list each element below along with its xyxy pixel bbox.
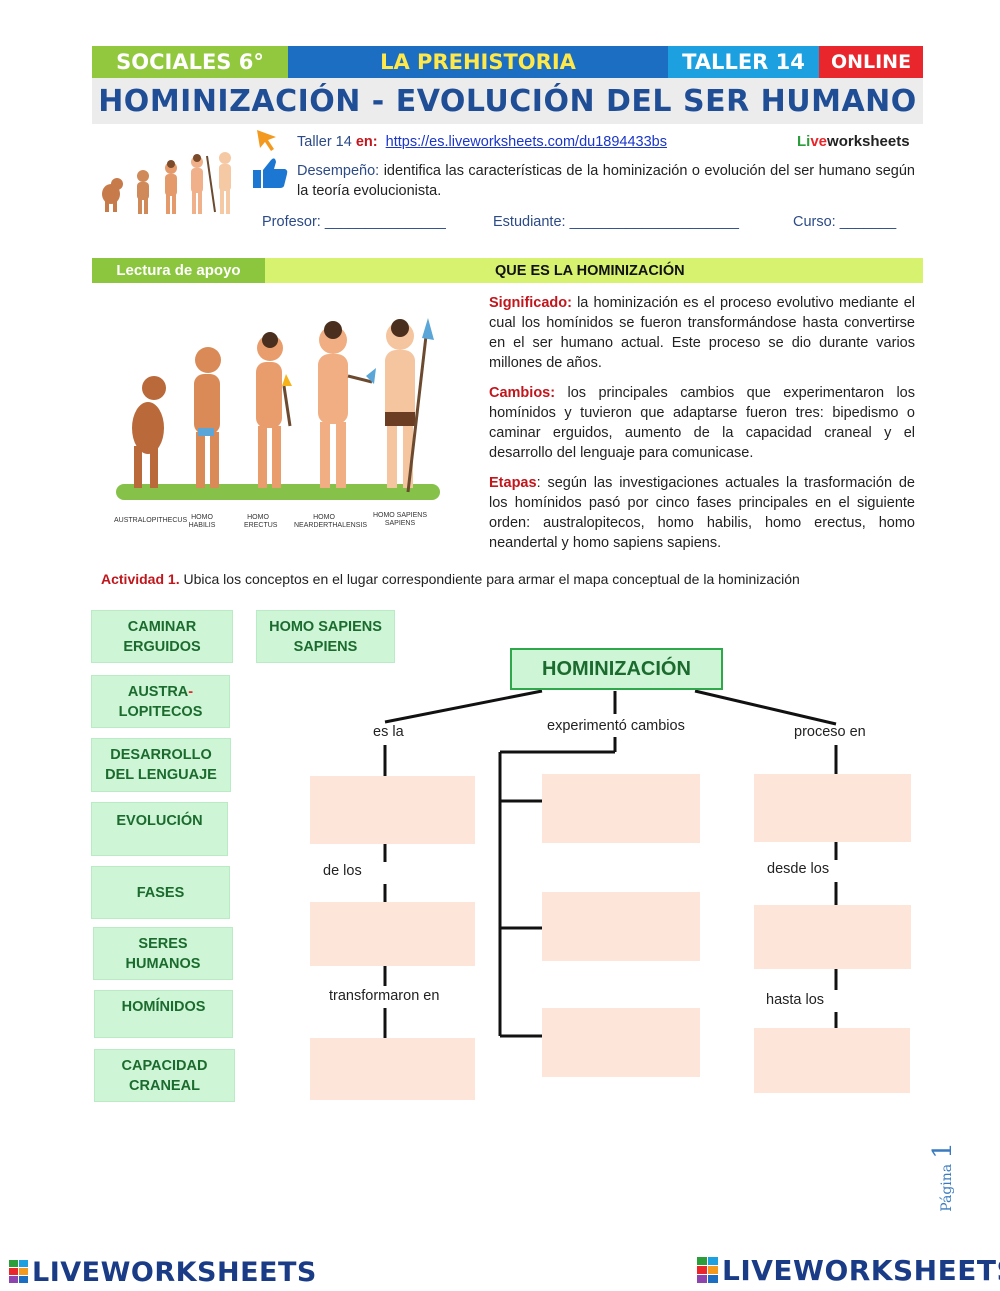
brand-rest: worksheets: [827, 133, 910, 150]
chip-austra-line2: LOPITECOS: [118, 703, 203, 720]
cambios-label: Cambios:: [489, 385, 556, 401]
significado-text: la hominización es el proceso evolutivo …: [489, 295, 915, 371]
chip-seres-line1: SERES: [138, 935, 188, 952]
chip-sapiens-line2: SAPIENS: [293, 638, 358, 655]
curso-field[interactable]: Curso: _______: [793, 214, 897, 230]
brand-liveworksheets: Liveworksheets: [797, 132, 910, 152]
taller-label: Taller 14: [297, 134, 356, 150]
drop-slot-transformaron-en[interactable]: [310, 1038, 475, 1100]
chip-homo-sapiens[interactable]: HOMO SAPIENS SAPIENS: [256, 610, 395, 663]
paragraph-cambios: Cambios: los principales cambios que exp…: [489, 383, 915, 463]
section-left-label: Lectura de apoyo: [92, 258, 265, 283]
label-desde-los: desde los: [767, 861, 830, 877]
drop-slot-de-los[interactable]: [310, 902, 475, 966]
chip-evolucion[interactable]: EVOLUCIÓN: [91, 802, 228, 856]
drop-slot-cambio-3[interactable]: [542, 1008, 700, 1077]
taller-line: Taller 14 en: https://es.liveworksheets.…: [297, 132, 777, 152]
chip-seres-line2: HUMANOS: [125, 955, 201, 972]
chip-fases[interactable]: FASES: [91, 866, 230, 919]
pagina-label: Página: [938, 1163, 955, 1212]
chip-lenguaje-line1: DESARROLLO: [110, 747, 212, 763]
etapas-label: Etapas: [489, 475, 537, 491]
label-sapiens: HOMO SAPIENS SAPIENS: [372, 512, 428, 527]
label-australopithecus: AUSTRALOPITHECUS: [114, 517, 188, 524]
chip-craneal-line1: CAPACIDAD: [121, 1057, 208, 1074]
paragraph-significado: Significado: la hominización es el proce…: [489, 293, 915, 373]
liveworksheets-logo-right: LIVEWORKSHEETS: [722, 1254, 1000, 1287]
liveworksheets-logo-icon-left: [9, 1260, 28, 1283]
chip-seres-humanos[interactable]: SERES HUMANOS: [93, 927, 233, 980]
label-es-la: es la: [373, 724, 404, 740]
header-subject: SOCIALES 6°: [92, 46, 288, 78]
chip-australopitecos[interactable]: AUSTRA- LOPITECOS: [91, 675, 230, 728]
chip-hominidos[interactable]: HOMÍNIDOS: [94, 990, 233, 1038]
header-workshop: TALLER 14: [668, 46, 819, 78]
significado-label: Significado:: [489, 295, 572, 311]
brand-ve: ve: [810, 133, 828, 150]
label-hasta-los: hasta los: [766, 992, 825, 1008]
page-title: HOMINIZACIÓN - EVOLUCIÓN DEL SER HUMANO: [92, 78, 923, 124]
paragraph-etapas: Etapas: según las investigaciones actual…: [489, 473, 915, 553]
drop-slot-proceso-en[interactable]: [754, 774, 911, 842]
desempeno-label: Desempeño:: [297, 163, 380, 179]
label-de-los: de los: [323, 863, 362, 879]
drop-slot-desde-los[interactable]: [754, 905, 911, 969]
label-erectus: HOMO ERECTUS: [244, 514, 278, 529]
activity-label: Actividad 1.: [101, 571, 180, 587]
drop-slot-hasta-los[interactable]: [754, 1028, 910, 1093]
drop-slot-cambio-2[interactable]: [542, 892, 700, 961]
drop-slot-es-la[interactable]: [310, 776, 475, 844]
chip-caminar-line2: ERGUIDOS: [123, 638, 201, 655]
profesor-field[interactable]: Profesor: _______________: [262, 214, 446, 230]
activity-instruction: Actividad 1. Ubica los conceptos en el l…: [101, 569, 800, 589]
desempeno-body: identifica las características de la hom…: [297, 163, 915, 199]
chip-austra-line1: AUSTRA: [127, 683, 189, 700]
header-mode: ONLINE: [819, 46, 923, 78]
label-habilis: HOMO HABILIS: [188, 514, 216, 529]
estudiante-field[interactable]: Estudiante: _____________________: [493, 214, 739, 230]
chip-lenguaje-line2: DEL LENGUAJE: [105, 767, 217, 783]
worksheet-link[interactable]: https://es.liveworksheets.com/du1894433b…: [385, 134, 667, 150]
label-neanderthal: HOMO NEARDERTHALENSIS: [294, 514, 368, 529]
liveworksheets-logo-left: LIVEWORKSHEETS: [32, 1257, 317, 1288]
chip-sapiens-line1: HOMO SAPIENS: [269, 618, 382, 635]
section-title: QUE ES LA HOMINIZACIÓN: [495, 262, 685, 279]
liveworksheets-logo-icon-right: [697, 1257, 718, 1283]
brand-li: Li: [797, 133, 811, 150]
taller-en: en:: [355, 134, 378, 150]
drop-slot-cambio-1[interactable]: [542, 774, 700, 843]
evolution-small-illustration: [102, 152, 231, 214]
chip-austra-hyphen: -: [188, 683, 194, 700]
map-root-hominizacion: HOMINIZACIÓN: [510, 648, 723, 690]
chip-capacidad-craneal[interactable]: CAPACIDAD CRANEAL: [94, 1049, 235, 1102]
pagina-number: 1: [927, 1142, 958, 1159]
chip-craneal-line2: CRANEAL: [129, 1077, 200, 1094]
page-number: Página 1: [918, 1140, 978, 1212]
activity-text: Ubica los conceptos en el lugar correspo…: [179, 571, 800, 587]
desempeno-text: Desempeño: identifica las característica…: [297, 161, 915, 201]
chip-caminar-line1: CAMINAR: [127, 618, 197, 635]
label-experimento-cambios: experimentó cambios: [547, 718, 685, 734]
chip-desarrollo-lenguaje[interactable]: DESARROLLO DEL LENGUAJE: [91, 738, 231, 792]
thumbs-up-icon: [253, 158, 288, 188]
label-transformaron-en: transformaron en: [329, 988, 440, 1004]
header-topic: LA PREHISTORIA: [288, 46, 668, 78]
etapas-text: : según las investigaciones actuales la …: [489, 475, 915, 551]
evolution-illustration: [116, 318, 440, 500]
label-proceso-en: proceso en: [794, 724, 866, 740]
cursor-arrow-icon: [257, 130, 276, 151]
cambios-text: los principales cambios que experimentar…: [489, 385, 915, 461]
chip-caminar-erguidos[interactable]: CAMINAR ERGUIDOS: [91, 610, 233, 663]
